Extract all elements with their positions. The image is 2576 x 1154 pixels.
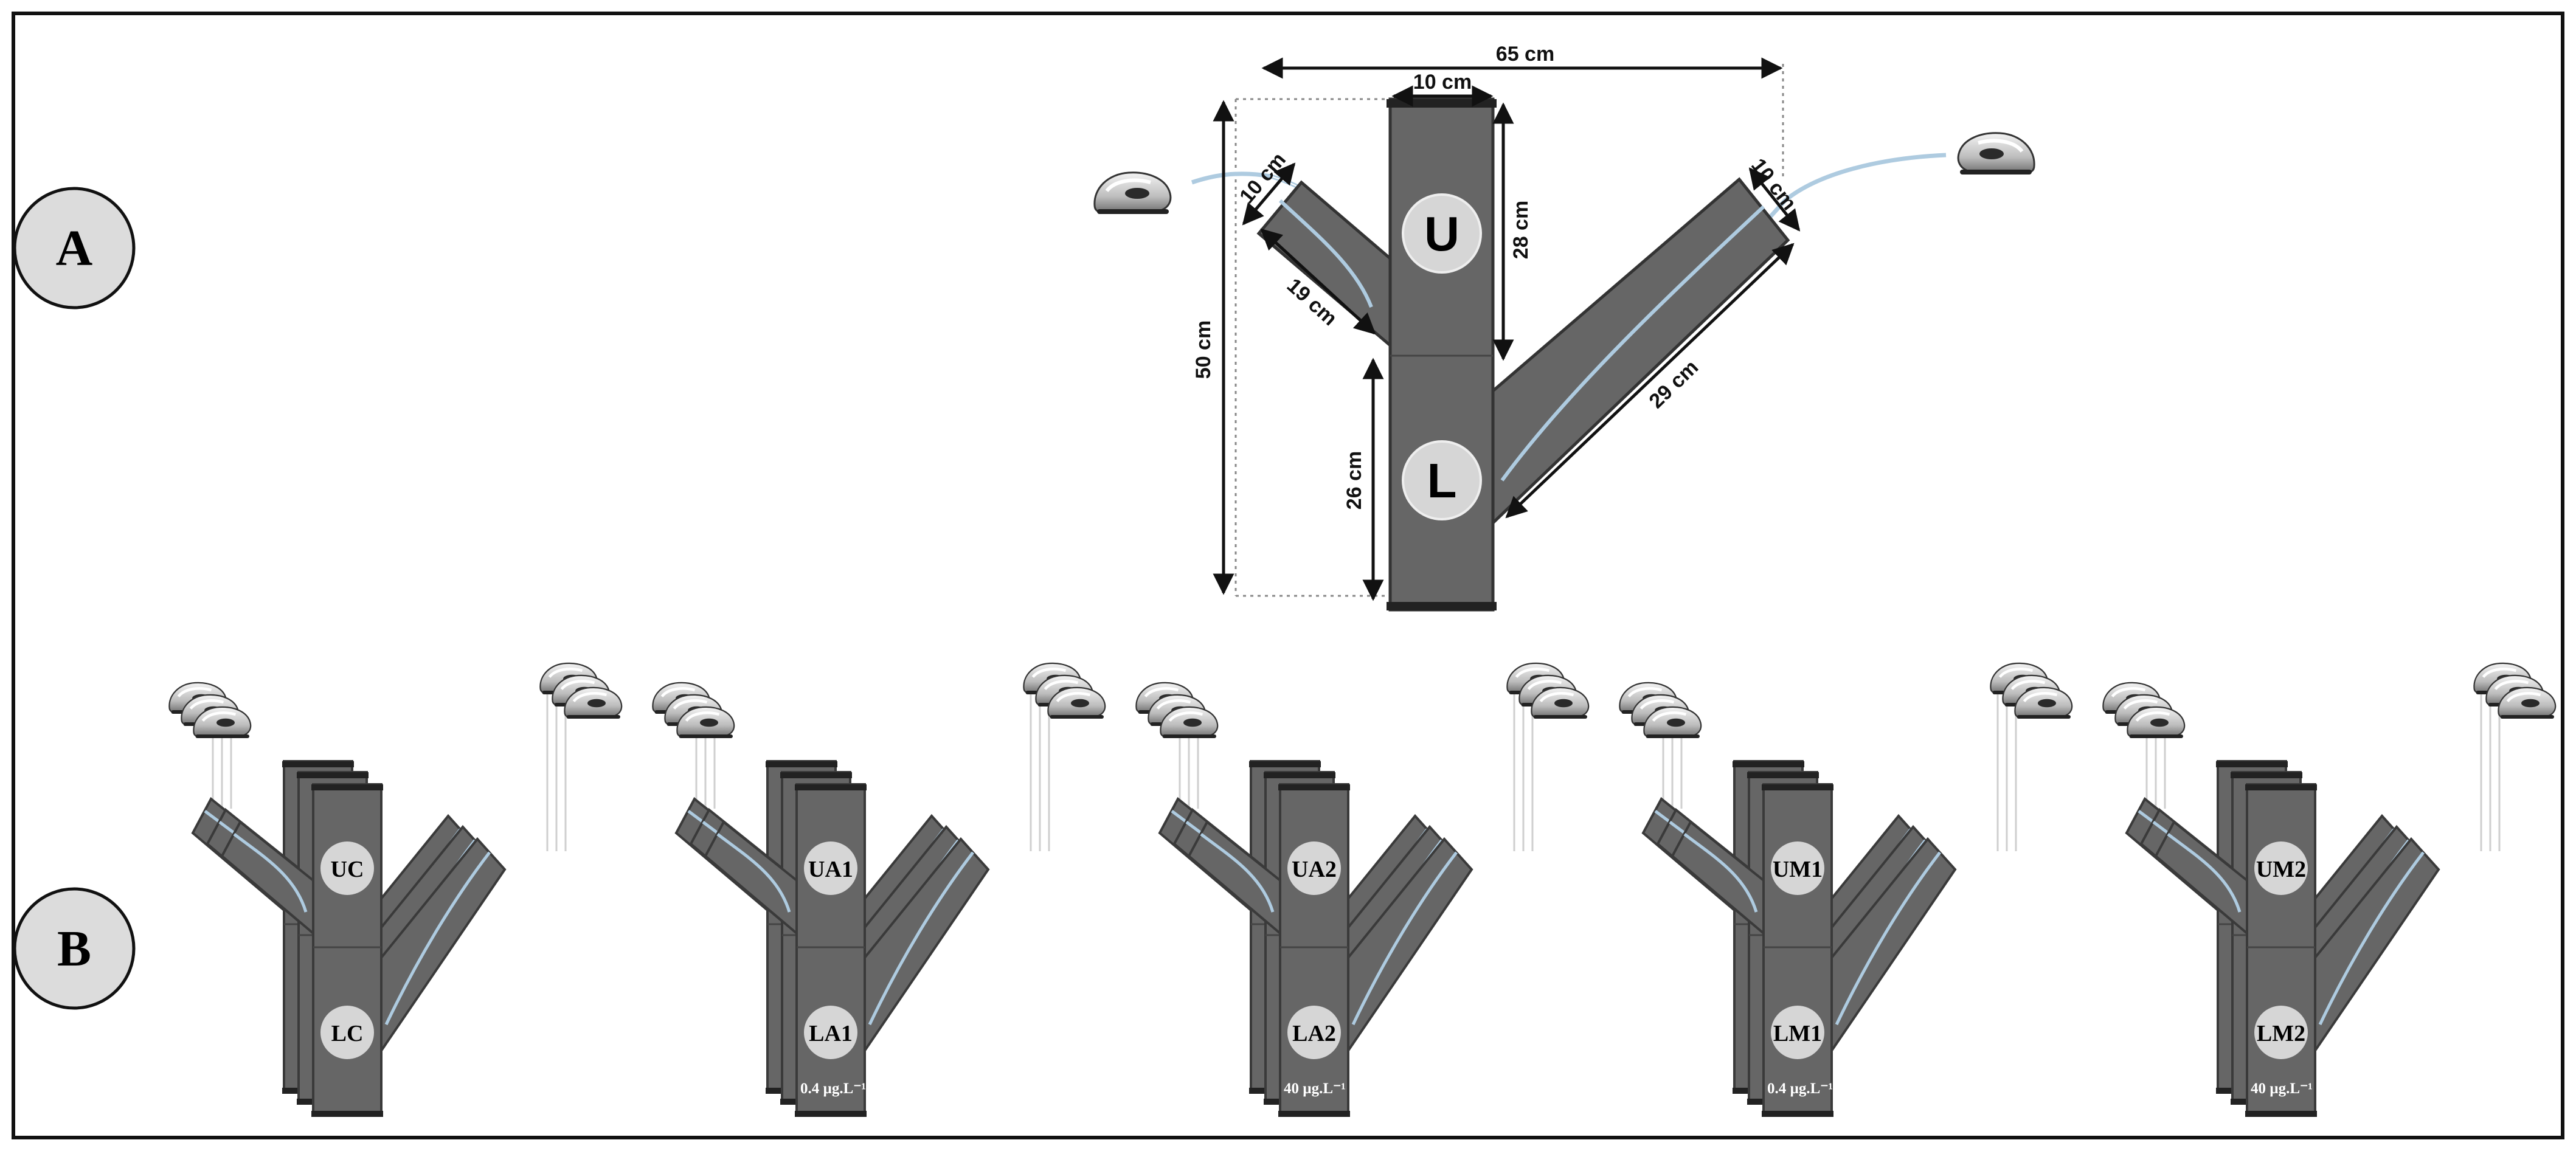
lower-chamber-label: LM1 [1773,1021,1822,1046]
y-maze-detail: U L 65 cm 10 cm 28 cm 26 cm 50 cm 10 cm … [1095,43,2034,612]
lower-chamber-label: LC [331,1021,364,1046]
right-arm [1491,177,1790,527]
dim-lower-length: 26 cm [1343,451,1366,510]
dim-total-width: 65 cm [1496,43,1554,66]
lower-chamber-label: LA1 [809,1021,853,1046]
upper-chamber-marker [1402,193,1482,274]
panel-b-marker: B [13,887,136,1010]
upper-chamber-label: UA1 [808,857,853,882]
panel-b-label: B [57,921,91,977]
upper-chamber-label: U [1424,207,1459,261]
concentration-label: 40 µg.L⁻¹ [1284,1080,1346,1097]
air-pump-icon [1095,173,1171,214]
lower-chamber-marker [1402,440,1482,520]
upper-chamber-label: UM1 [1773,857,1823,882]
panel-a-marker: A [13,187,136,309]
dim-upper-length: 28 cm [1509,201,1532,259]
upper-chamber-label: UM2 [2256,857,2306,882]
upper-chamber-label: UC [331,857,364,882]
concentration-label: 40 µg.L⁻¹ [2251,1080,2313,1097]
air-pump-icon [1958,133,2034,174]
dim-total-height: 50 cm [1192,320,1215,379]
lower-chamber-label: LM2 [2257,1021,2305,1046]
figure-frame [12,12,2564,1139]
main-column [1388,97,1495,612]
dim-column-width: 10 cm [1413,71,1472,94]
panel-a-label: A [56,220,93,277]
upper-chamber-label: UA2 [1292,857,1337,882]
lower-chamber-label: L [1427,454,1457,508]
guide-lines [1234,64,1784,597]
apparatus-set: UC LC [169,663,621,1117]
concentration-label: 0.4 µg.L⁻¹ [800,1080,866,1097]
dimension-arrows [1213,57,1801,601]
concentration-label: 0.4 µg.L⁻¹ [1767,1080,1833,1097]
lower-chamber-label: LA2 [1292,1021,1336,1046]
